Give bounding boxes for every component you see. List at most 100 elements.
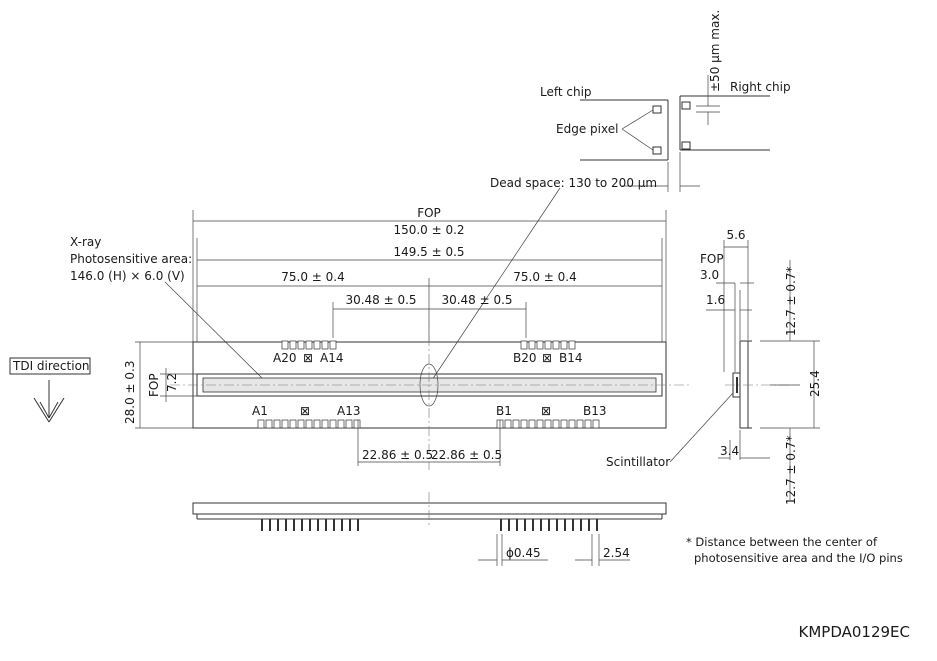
pin-leg [596, 519, 598, 531]
pin-a13-label: A13 [337, 404, 360, 418]
pin-pad [528, 340, 536, 350]
pin-b13-label: B13 [583, 404, 607, 418]
edge-pixel-right-bottom [681, 141, 691, 150]
pin-leg [516, 519, 518, 531]
pin-b14-label: B14 [559, 351, 583, 365]
pin-pad [281, 340, 289, 350]
pin-leg [500, 519, 502, 531]
pin-pad [528, 419, 536, 429]
dim-75-left: 75.0 ± 0.4 [281, 270, 345, 284]
pin-leg [317, 519, 319, 531]
pin-leg [325, 519, 327, 531]
dim-2286-left: 22.86 ± 0.5 [362, 448, 433, 462]
pin-leg [277, 519, 279, 531]
pin-pad [289, 419, 297, 429]
side-dim-5-6: 5.6 [726, 228, 745, 242]
pin-leg [532, 519, 534, 531]
pin-leg [540, 519, 542, 531]
left-chip-label: Left chip [540, 85, 592, 99]
photosensitive-annotation: X-ray Photosensitive area: 146.0 (H) × 6… [70, 235, 263, 379]
pin-leg [508, 519, 510, 531]
pin-pad [520, 419, 528, 429]
edge-pixel-label: Edge pixel [556, 122, 618, 136]
pin-pad [560, 419, 568, 429]
pins-b-group [500, 519, 598, 531]
marker-b-bottom: ⊠ [541, 404, 551, 418]
pin-leg [333, 519, 335, 531]
pin-pad [536, 340, 544, 350]
dim-150: 150.0 ± 0.2 [393, 223, 464, 237]
pin-leg [564, 519, 566, 531]
bottom-pin-dimensions: 22.86 ± 0.5 22.86 ± 0.5 [357, 420, 502, 466]
edge-pixel-left-top [652, 105, 662, 114]
pin-pad [273, 419, 281, 429]
footnote-line-1: * Distance between the center of [686, 535, 878, 549]
pin-leg [524, 519, 526, 531]
pin-pad [552, 340, 560, 350]
fop-left-label: FOP [147, 373, 161, 397]
pin-pad [552, 419, 560, 429]
left-dimensions: 28.0 ± 0.3 FOP 7.2 [123, 341, 197, 429]
pin-pad [560, 340, 568, 350]
side-dim-25-4: 25.4 [808, 370, 822, 397]
pin-pad [544, 340, 552, 350]
pin-pad [297, 419, 305, 429]
pin-leg [588, 519, 590, 531]
chip-junction-inset: Left chip Right chip Edge pixel ±50 µm m… [490, 10, 791, 192]
bottom-view-body [192, 502, 667, 515]
dead-space-leader [431, 187, 561, 381]
edge-pixel-left-bottom [652, 146, 662, 155]
dim-149: 149.5 ± 0.5 [393, 245, 464, 259]
pin-pad [584, 419, 592, 429]
dim-2286-right: 22.86 ± 0.5 [431, 448, 502, 462]
side-dim-1-6: 1.6 [706, 293, 725, 307]
pin-pad [289, 340, 297, 350]
pads-b1-b13 [496, 419, 600, 429]
tdi-direction-box [9, 357, 91, 375]
fop-top-label: FOP [417, 206, 441, 220]
tdi-direction-label: TDI direction [12, 359, 90, 373]
side-view-board [739, 340, 749, 429]
footnote-line-2: photosensitive area and the I/O pins [694, 551, 903, 565]
pin-pad [353, 419, 361, 429]
pin-b1-label: B1 [496, 404, 512, 418]
marker-a-bottom: ⊠ [300, 404, 310, 418]
dim-7-2: 7.2 [165, 373, 179, 392]
pads-a1-a13 [257, 419, 361, 429]
pin-pad [297, 340, 305, 350]
side-dim-12-7-top: 12.7 ± 0.7* [784, 267, 798, 337]
pin-pad [536, 419, 544, 429]
marker-b-top: ⊠ [542, 351, 552, 365]
pin-pad [257, 419, 265, 429]
pin-a20-label: A20 [273, 351, 296, 365]
gap-max-label: ±50 µm max. [708, 10, 722, 92]
pin-a1-label: A1 [252, 404, 268, 418]
pin-pad [321, 340, 329, 350]
pin-pitch: 2.54 [603, 546, 630, 560]
side-dim-3-0: 3.0 [700, 268, 719, 282]
tdi-direction-indicator: TDI direction [9, 357, 91, 423]
pads-b20-b14 [520, 340, 576, 350]
dim-28: 28.0 ± 0.3 [123, 361, 137, 425]
pin-leg [580, 519, 582, 531]
pin-pad [329, 419, 337, 429]
pin-leg [548, 519, 550, 531]
pin-diameter: ϕ0.45 [506, 546, 541, 560]
pin-pad [568, 340, 576, 350]
pins-a-group [261, 519, 359, 531]
right-chip-label: Right chip [730, 80, 791, 94]
sensor-bottom-view: ϕ0.45 2.54 [192, 492, 667, 566]
pin-pad [321, 419, 329, 429]
pin-pad [512, 419, 520, 429]
pin-pad [337, 419, 345, 429]
top-dimensions: FOP 150.0 ± 0.2 149.5 ± 0.5 75.0 ± 0.4 7… [192, 206, 667, 342]
xray-label: X-ray [70, 235, 101, 249]
down-arrow-icon [33, 380, 65, 423]
pin-leg [556, 519, 558, 531]
pin-pad [305, 340, 313, 350]
sensor-side-view: 5.6 FOP 3.0 1.6 12.7 ± 0.7* 25.4 3.4 12.… [606, 228, 822, 505]
pin-pad [305, 419, 313, 429]
pads-a20-a14 [281, 340, 337, 350]
